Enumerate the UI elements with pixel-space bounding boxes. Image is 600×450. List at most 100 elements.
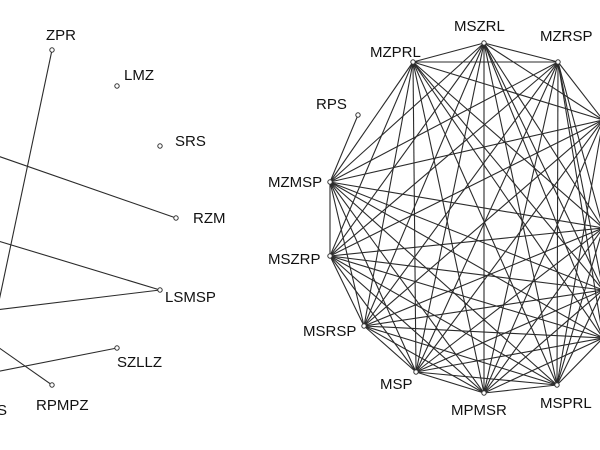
node-label-mpmsr: MPMSR bbox=[451, 402, 507, 419]
node-msp bbox=[413, 369, 419, 375]
edge-mzprl-r1 bbox=[412, 61, 600, 120]
edge-rpmpz bbox=[0, 347, 53, 386]
edge-zpr bbox=[0, 49, 53, 299]
edge-msp-r2 bbox=[415, 229, 600, 373]
node-label-rzm: RZM bbox=[193, 210, 226, 227]
edge-msp-mpmsr bbox=[415, 371, 485, 394]
edge-msrsp-r1 bbox=[363, 121, 600, 327]
graph-nodes bbox=[49, 40, 561, 396]
edge-szllz bbox=[0, 347, 118, 372]
node-rps bbox=[355, 112, 361, 118]
edge-lsmsp bbox=[0, 289, 161, 310]
edge-mzprl-msp bbox=[412, 61, 417, 373]
node-label-lsmsp: LSMSP bbox=[165, 289, 216, 306]
node-label-mzrsp: MZRSP bbox=[540, 28, 593, 45]
edge-mszrp-r2 bbox=[329, 227, 600, 257]
node-label-msprl: MSPRL bbox=[540, 395, 592, 412]
edge-msprl-r1 bbox=[556, 134, 600, 386]
edge-mzprl-mzmsp bbox=[329, 61, 414, 183]
edge-msprl-r3 bbox=[556, 340, 600, 386]
edge-mszrl-mszrp bbox=[329, 42, 485, 257]
edge-mzprl-mszrp bbox=[329, 61, 414, 257]
edge-msrsp-r2 bbox=[363, 228, 600, 327]
node-label-rpmpz: RPMPZ bbox=[36, 397, 89, 414]
right-graph-edges bbox=[329, 42, 600, 394]
edge-mzrsp-msrsp bbox=[363, 61, 559, 327]
edge-msrsp-mpmsr bbox=[363, 325, 485, 394]
edge-rps-mzmsp bbox=[329, 114, 359, 183]
edge-mszrp-r4 bbox=[329, 255, 600, 291]
node-label-lmz: LMZ bbox=[124, 67, 154, 84]
edge-mszrl-r2 bbox=[483, 42, 600, 225]
edge-mszrp-msp bbox=[329, 255, 417, 373]
node-srs bbox=[157, 143, 163, 149]
edge-mzrsp-mpmsr bbox=[483, 61, 559, 394]
node-lmz bbox=[114, 83, 120, 89]
node-label-srs: SRS bbox=[175, 133, 206, 150]
edge-mzrsp-r1 bbox=[557, 61, 600, 118]
edge-mszrl-r1 bbox=[483, 42, 600, 119]
edge-mzprl-msprl bbox=[412, 61, 558, 386]
edge-mpmsr-r3 bbox=[483, 338, 600, 394]
edge-msp-r1 bbox=[415, 123, 600, 373]
edge-msp-r4 bbox=[415, 290, 600, 373]
edge-msrsp-msprl bbox=[363, 325, 558, 386]
edge-lsmsp bbox=[0, 240, 161, 291]
node-mszrp bbox=[327, 253, 333, 259]
edge-mszrl-r3 bbox=[483, 42, 600, 333]
node-lsmsp bbox=[157, 287, 163, 293]
edge-mszrl-mzrsp bbox=[483, 42, 559, 63]
node-label-mzmsp: MZMSP bbox=[268, 174, 322, 191]
node-mszrl bbox=[481, 40, 487, 46]
edge-msprl-r2 bbox=[556, 236, 600, 386]
edge-mszrp-mpmsr bbox=[329, 255, 485, 394]
node-label-msp: MSP bbox=[380, 376, 413, 393]
edge-mzmsp-r2 bbox=[329, 181, 600, 229]
node-mzrsp bbox=[555, 59, 561, 65]
node-zpr bbox=[49, 47, 55, 53]
node-mpmsr bbox=[481, 390, 487, 396]
node-rpmpz bbox=[49, 382, 55, 388]
left-graph-edges bbox=[0, 49, 177, 386]
node-label-szllz: SZLLZ bbox=[117, 354, 162, 371]
edge-mzmsp-r1 bbox=[329, 120, 600, 183]
node-label-s: S bbox=[0, 402, 7, 419]
edge-rzm bbox=[0, 156, 177, 219]
edge-mzmsp-r3 bbox=[329, 181, 600, 337]
edge-mzrsp-r3 bbox=[557, 61, 600, 324]
node-label-rps: RPS bbox=[316, 96, 347, 113]
edge-mszrl-mzmsp bbox=[329, 42, 485, 183]
node-label-mszrl: MSZRL bbox=[454, 18, 505, 35]
node-szllz bbox=[114, 345, 120, 351]
edge-mzmsp-msp bbox=[329, 181, 417, 373]
edge-mzrsp-mzmsp bbox=[329, 61, 559, 183]
edge-mzmsp-mpmsr bbox=[329, 181, 485, 394]
edge-mzprl-r3 bbox=[412, 61, 600, 335]
node-label-mzprl: MZPRL bbox=[370, 44, 421, 61]
edge-mszrl-msp bbox=[415, 42, 485, 373]
node-label-msrsp: MSRSP bbox=[303, 323, 356, 340]
edge-msprl-r4 bbox=[556, 294, 600, 386]
node-msprl bbox=[554, 382, 560, 388]
node-msrsp bbox=[361, 323, 367, 329]
edge-mpmsr-msprl bbox=[483, 384, 558, 394]
edge-mzrsp-msp bbox=[415, 61, 559, 373]
edge-mzmsp-r4 bbox=[329, 181, 600, 290]
edge-msrsp-r3 bbox=[363, 325, 600, 339]
edge-mpmsr-r4 bbox=[483, 291, 600, 394]
edge-mszrl-msrsp bbox=[363, 42, 485, 327]
edge-mpmsr-r2 bbox=[483, 231, 600, 394]
edge-mszrp-r3 bbox=[329, 255, 600, 338]
edge-mzprl-r2 bbox=[412, 61, 600, 227]
edge-mzrsp-r2 bbox=[557, 61, 600, 220]
node-mzmsp bbox=[327, 179, 333, 185]
edge-mpmsr-r1 bbox=[483, 125, 600, 394]
edge-mzmsp-msprl bbox=[329, 181, 558, 386]
node-label-mszrp: MSZRP bbox=[268, 251, 321, 268]
edge-msrsp-msp bbox=[363, 325, 417, 373]
edge-mzprl-mpmsr bbox=[412, 61, 485, 394]
edge-msp-msprl bbox=[415, 371, 558, 386]
edge-mszrp-msrsp bbox=[329, 255, 365, 327]
